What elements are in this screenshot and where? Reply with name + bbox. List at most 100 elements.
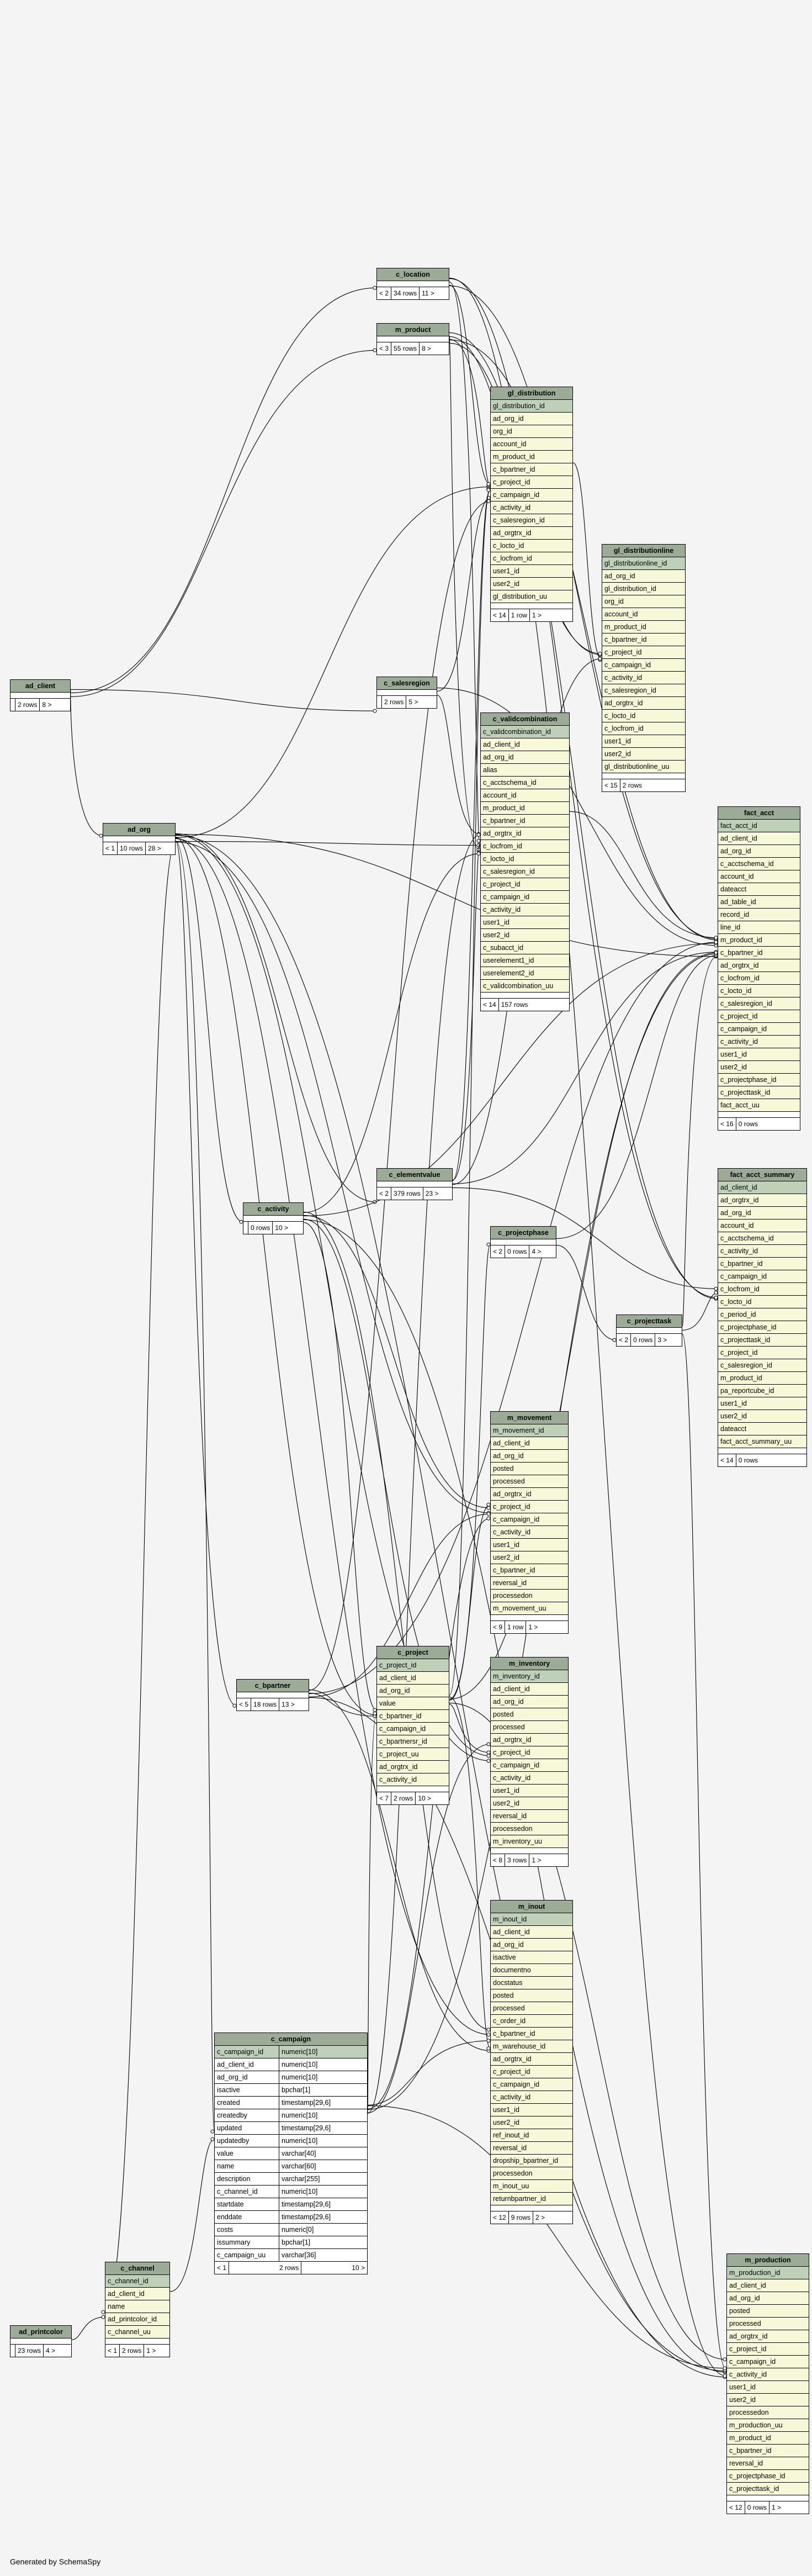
table-column: c_projectphase_id <box>718 1074 800 1086</box>
table-column: alias <box>481 764 569 777</box>
table-column: c_activity_id <box>491 1772 568 1785</box>
table-column: user1_id <box>602 735 685 748</box>
table-name: c_project <box>377 1646 449 1659</box>
table-column: c_activity_id <box>602 672 685 684</box>
relationship-line <box>452 952 718 1184</box>
relationship-line <box>449 339 491 485</box>
table-column: c_project_id <box>491 476 572 489</box>
relationship-line <box>367 2105 727 2369</box>
table-column: m_product_id <box>491 451 572 463</box>
relationship-line <box>449 1696 491 2049</box>
table-column: user2_id <box>718 1410 806 1423</box>
relationship-line <box>367 2040 491 2105</box>
table-column: c_order_id <box>491 2015 572 2028</box>
table-column: account_id <box>718 870 800 883</box>
relationship-line <box>175 838 491 2035</box>
table-column: ad_orgtrx_id <box>727 2330 809 2343</box>
table-column: c_locfrom_id <box>718 1283 806 1296</box>
table-column: c_bpartner_id <box>718 1258 806 1270</box>
relationship-line <box>449 1703 491 1753</box>
table-column: c_salesregion_id <box>718 1359 806 1372</box>
table-column: ad_org_id <box>718 845 800 858</box>
table-column: gl_distributionline_uu <box>602 761 685 773</box>
relationship-line <box>175 841 481 846</box>
table-column: user1_id <box>491 2104 572 2116</box>
table-column: c_bpartner_id <box>481 815 569 827</box>
table-column: user1_id <box>491 565 572 578</box>
table-column: c_bpartner_id <box>491 1564 568 1577</box>
table-column: c_locfrom_id <box>602 722 685 735</box>
table-column: c_campaign_id <box>491 1513 568 1526</box>
table-column: processedon <box>727 2406 809 2419</box>
table-column: ad_org_id <box>727 2292 809 2305</box>
table-column: processedon <box>491 2167 572 2180</box>
table-name: c_location <box>377 268 449 281</box>
table-name: m_product <box>377 324 449 336</box>
relationship-line <box>175 840 237 1706</box>
table-column: ad_org_id <box>377 1685 449 1697</box>
table-column: m_production_id <box>727 2267 809 2279</box>
relationship-line <box>71 2316 105 2340</box>
table-column: dateacct <box>718 883 800 896</box>
table-column: user2_id <box>491 2116 572 2129</box>
table-column: user1_id <box>718 1048 800 1061</box>
table-column: c_projecttask_id <box>718 1334 806 1347</box>
table-column: c_salesregion_id <box>602 684 685 697</box>
table-column: ad_orgtrx_id <box>491 1488 568 1501</box>
table-column: c_activity_id <box>718 1036 800 1048</box>
relationship-line <box>70 287 377 693</box>
table-column: m_product_id <box>718 934 800 947</box>
table-column: processed <box>491 1721 568 1734</box>
table-column: c_projecttask_id <box>727 2483 809 2495</box>
relationship-line <box>452 488 491 1181</box>
table-column: ad_client_id <box>718 832 800 845</box>
table-column: c_locfrom_id <box>718 972 800 985</box>
table-name: m_inventory <box>491 1657 568 1670</box>
relationship-line <box>175 841 491 1513</box>
table-column: userelement2_id <box>481 967 569 980</box>
table-column: ad_printcolor_id <box>105 2313 169 2326</box>
relationship-line <box>437 687 718 946</box>
table-column: posted <box>491 1708 568 1721</box>
table-name: c_channel <box>105 2262 169 2275</box>
table-column: ad_org_id <box>491 1450 568 1463</box>
table-column: c_activity_id <box>491 1526 568 1539</box>
relationship-line <box>309 1513 491 1697</box>
table-name: ad_client <box>10 680 70 693</box>
